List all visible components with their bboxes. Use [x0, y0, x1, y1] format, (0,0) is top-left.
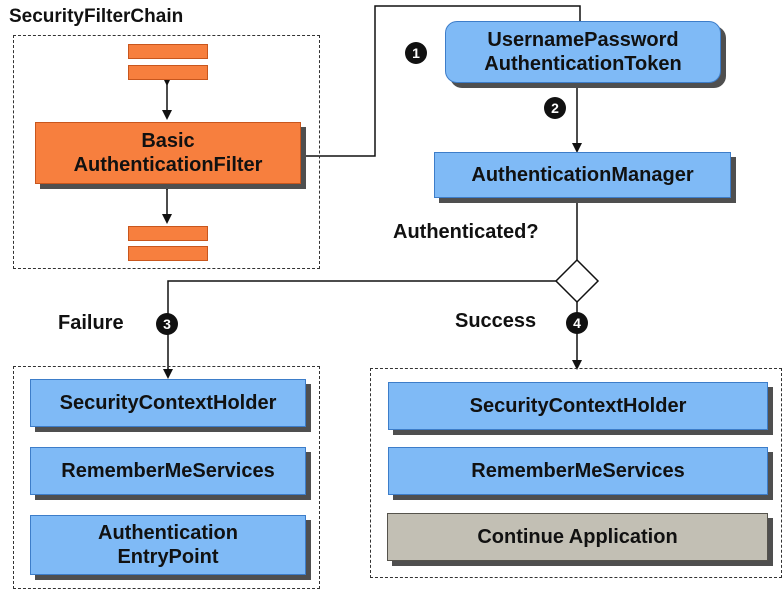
filter-bar — [128, 246, 208, 261]
continue-application[interactable]: Continue Application — [387, 513, 768, 561]
success-security-context-holder[interactable]: SecurityContextHolder — [388, 382, 768, 430]
filter-chain-container — [13, 35, 320, 269]
filter-chain-title: SecurityFilterChain — [9, 6, 184, 27]
success-remember-me-services[interactable]: RememberMeServices — [388, 447, 768, 495]
failure-security-context-holder[interactable]: SecurityContextHolder — [30, 379, 306, 427]
failure-arrow — [163, 280, 556, 379]
decision-diamond — [554, 258, 600, 304]
filter-to-token-line — [302, 5, 581, 157]
basic-authentication-filter[interactable]: Basic AuthenticationFilter — [35, 122, 301, 184]
filter-bar — [128, 44, 208, 59]
authentication-manager[interactable]: AuthenticationManager — [434, 152, 731, 198]
success-label: Success — [455, 310, 537, 332]
failure-container — [13, 366, 320, 589]
authentication-entry-point[interactable]: Authentication EntryPoint — [30, 515, 306, 575]
failure-label: Failure — [58, 312, 124, 334]
failure-remember-me-services[interactable]: RememberMeServices — [30, 447, 306, 495]
decision-label: Authenticated? — [393, 221, 539, 243]
filter-bar — [128, 65, 208, 80]
step-2-badge: 2 — [544, 97, 566, 119]
step-3-badge: 3 — [156, 313, 178, 335]
step-1-badge: 1 — [405, 42, 427, 64]
success-container — [370, 368, 782, 578]
username-password-token[interactable]: UsernamePassword AuthenticationToken — [445, 21, 721, 83]
step-4-badge: 4 — [566, 312, 588, 334]
filter-bar — [128, 226, 208, 241]
